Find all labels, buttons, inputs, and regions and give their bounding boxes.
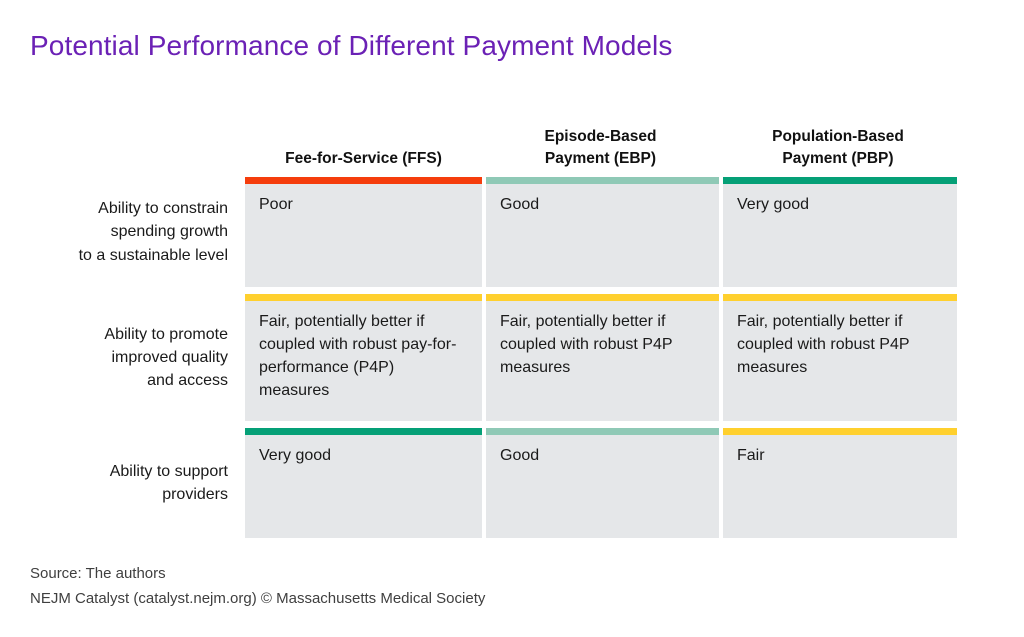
performance-matrix: Fee-for-Service (FFS) Episode-Based Paym… [30,103,957,538]
cell-text: Good [500,196,540,213]
rating-bar-good [486,177,719,184]
row-gap [482,287,719,294]
column-header-ebp-line2: Payment (EBP) [544,149,657,167]
rating-bar-very-good [723,177,957,184]
row-gap [719,421,957,428]
row-label-line: improved quality [111,348,229,366]
column-header-ffs: Fee-for-Service (FFS) [245,103,482,177]
rating-bar-good [486,428,719,435]
cell-text: Fair [737,447,765,464]
cell-quality-ebp: Fair, potentially better if coupled with… [482,294,719,421]
cell-text: Fair, potentially better if coupled with… [737,313,910,376]
row-label-line: to a sustainable level [78,246,228,264]
rating-bar-fair [486,294,719,301]
row-gap [245,421,482,428]
page-title: Potential Performance of Different Payme… [30,30,673,61]
column-header-pbp: Population-Based Payment (PBP) [719,103,957,177]
row-label-line: Ability to constrain [98,200,228,218]
cell-support-pbp: Fair [719,428,957,538]
row-label-line: Ability to support [109,462,228,480]
footer-credit: NEJM Catalyst (catalyst.nejm.org) © Mass… [30,589,486,607]
row-label-line: spending growth [110,223,228,241]
column-header-pbp-line2: Payment (PBP) [782,149,894,167]
row-label-support-providers: Ability to support providers [30,428,245,538]
row-label-line: and access [147,372,228,390]
row-gap-label [30,421,245,428]
cell-quality-pbp: Fair, potentially better if coupled with… [719,294,957,421]
cell-text: Good [500,447,540,464]
cell-support-ebp: Good [482,428,719,538]
header-corner-spacer [30,103,245,177]
cell-text: Very good [737,196,810,213]
cell-text: Fair, potentially better if coupled with… [259,313,457,399]
row-label-improved-quality: Ability to promote improved quality and … [30,294,245,421]
rating-bar-very-good [245,428,482,435]
cell-text: Fair, potentially better if coupled with… [500,313,673,376]
column-header-ffs-line1: Fee-for-Service (FFS) [285,149,442,167]
cell-constrain-pbp: Very good [719,177,957,287]
matrix-grid: Fee-for-Service (FFS) Episode-Based Paym… [30,103,957,538]
row-label-constrain-spending: Ability to constrain spending growth to … [30,177,245,287]
row-gap [245,287,482,294]
row-gap [482,421,719,428]
rating-bar-fair [723,294,957,301]
column-header-pbp-line1: Population-Based [772,128,904,146]
cell-text: Very good [259,447,332,464]
cell-constrain-ebp: Good [482,177,719,287]
column-header-ebp: Episode-Based Payment (EBP) [482,103,719,177]
rating-bar-fair [245,294,482,301]
row-gap [719,287,957,294]
rating-bar-fair [723,428,957,435]
rating-bar-poor [245,177,482,184]
cell-quality-ffs: Fair, potentially better if coupled with… [245,294,482,421]
cell-text: Poor [259,196,293,213]
footer-source: Source: The authors [30,565,166,582]
footer: Source: The authors NEJM Catalyst (catal… [30,562,485,612]
cell-support-ffs: Very good [245,428,482,538]
row-label-line: Ability to promote [104,325,228,343]
row-label-line: providers [162,486,228,503]
row-gap-label [30,287,245,294]
cell-constrain-ffs: Poor [245,177,482,287]
column-header-ebp-line1: Episode-Based [544,128,657,146]
